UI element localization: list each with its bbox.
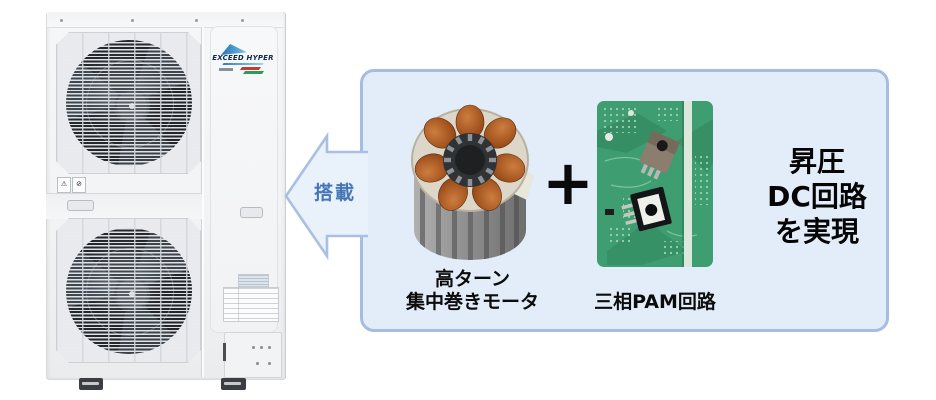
spec-label: [223, 287, 279, 322]
screw-icon: [256, 362, 259, 365]
upper-fan-grille: [56, 32, 201, 174]
logo-subtext-bar: [219, 68, 233, 71]
motor-image: [411, 104, 534, 260]
result-text: 昇圧 DC回路 を実現: [742, 144, 892, 249]
handle-recess: [67, 200, 94, 211]
pcb-caption: 三相PAM回路: [594, 291, 716, 313]
warning-triangle-icon: ⚠: [57, 177, 71, 193]
unit-top-panel: [47, 12, 283, 28]
screw-icon: [60, 19, 63, 22]
motor-caption-line2: 集中巻きモータ: [405, 291, 539, 313]
screw-icon: [268, 362, 271, 365]
lower-fan-grille: [56, 218, 201, 363]
arrow-label: 搭載: [313, 182, 356, 204]
logo-underline: [222, 63, 264, 65]
result-line3: を実現: [774, 215, 859, 248]
panel-seam-highlight: [202, 27, 204, 377]
screw-icon: [195, 19, 198, 22]
mounting-foot: [79, 378, 103, 390]
pcb-image: [597, 101, 713, 267]
prohibition-icon: ⊘: [72, 177, 86, 193]
mounting-foot: [221, 378, 246, 390]
logo-green-stripe: [242, 71, 265, 74]
screw-icon: [252, 346, 255, 349]
motor-caption: 高ターン 集中巻きモータ: [390, 268, 555, 314]
brand-logo: EXCEED HYPER: [211, 44, 275, 78]
screw-icon: [241, 19, 244, 22]
mounted-arrow-icon: [284, 132, 368, 261]
brand-name: EXCEED HYPER: [212, 54, 274, 62]
screw-icon: [131, 19, 134, 22]
logo-red-stripe: [239, 67, 262, 70]
service-cover: [224, 332, 282, 378]
result-line1: 昇圧: [788, 145, 845, 178]
handle-recess: [240, 207, 263, 218]
barcode-label: [238, 274, 269, 287]
upper-fan-louvers: [56, 32, 201, 174]
logo-swoosh-icon: [221, 44, 247, 55]
outdoor-unit-image: EXCEED HYPER ⚠ ⊘: [44, 10, 286, 396]
lower-fan-louvers: [56, 218, 201, 363]
plus-sign: +: [542, 146, 594, 219]
screw-icon: [268, 346, 271, 349]
screw-icon: [260, 346, 263, 349]
motor-caption-line1: 高ターン: [434, 268, 511, 290]
result-line2: DC回路: [767, 180, 867, 213]
service-slot: [223, 343, 226, 361]
